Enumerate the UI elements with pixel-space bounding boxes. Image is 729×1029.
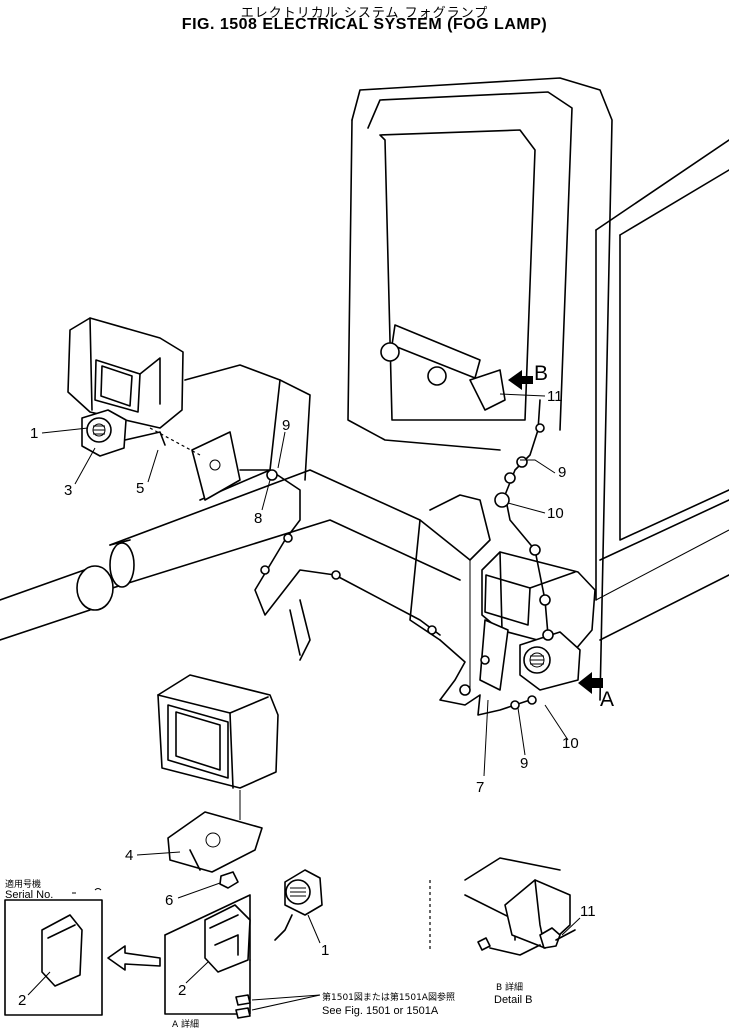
cab-frame — [347, 77, 729, 701]
serial-label-jp: 適用号機 — [5, 878, 41, 890]
callout-9: 9 — [282, 417, 290, 434]
callout-2: 2 — [18, 992, 26, 1009]
serial-arrow — [107, 945, 161, 971]
reference-note-jp: 第1501図または第1501A図参照 — [322, 991, 455, 1003]
view-label-b: B — [534, 362, 548, 385]
hydraulic-cylinder — [0, 539, 135, 641]
leader-lines — [41, 393, 569, 777]
callout-3: 3 — [64, 482, 72, 499]
right-headlight — [481, 551, 596, 651]
view-arrow-a — [578, 672, 603, 694]
callout-6: 6 — [165, 892, 173, 909]
right-wire-harness — [439, 399, 554, 716]
callout-5: 5 — [136, 480, 144, 497]
detail-a-panel — [164, 894, 251, 1015]
title-japanese: エレクトリカル システム フォグランプ — [240, 6, 489, 21]
callout-10: 10 — [562, 735, 579, 752]
detail-a-bolt — [235, 994, 321, 1019]
callout-9: 9 — [520, 755, 528, 772]
detail-a-label: A 詳細 — [172, 1018, 199, 1029]
detail-b-view — [429, 857, 576, 956]
detail-a-headlight — [157, 674, 279, 789]
detail-a-fog-lamp — [274, 869, 323, 941]
left-fog-lamp — [81, 409, 127, 457]
right-fog-lamp — [519, 631, 581, 691]
callout-10: 10 — [547, 505, 564, 522]
left-headlight — [67, 317, 184, 429]
view-label-a: A — [600, 688, 614, 711]
cab-control-lever — [380, 324, 506, 411]
serial-detail-box — [4, 899, 103, 1016]
left-bracket — [124, 427, 241, 501]
detail-b-label-jp: B 詳細 — [496, 981, 523, 993]
callout-2: 2 — [178, 982, 186, 999]
callout-4: 4 — [125, 847, 133, 864]
detail-a-bracket — [167, 811, 263, 873]
callout-11: 11 — [580, 903, 596, 920]
view-arrow-b — [508, 370, 533, 390]
reference-note: See Fig. 1501 or 1501A — [322, 1005, 439, 1017]
callout-11: 11 — [547, 388, 563, 405]
callout-1: 1 — [30, 425, 38, 442]
right-bracket — [479, 619, 509, 691]
callout-9: 9 — [558, 464, 566, 481]
callout-8: 8 — [254, 510, 262, 527]
detail-b-leader — [561, 917, 581, 936]
detail-a-nut — [219, 871, 239, 889]
serial-label: Serial No. — [5, 889, 53, 901]
detail-b-label: Detail B — [494, 994, 533, 1006]
serial-marks — [72, 888, 102, 894]
left-wire-harness — [239, 469, 441, 661]
callout-7: 7 — [476, 779, 484, 796]
detail-a-leaders — [27, 851, 321, 996]
callout-1: 1 — [321, 942, 329, 959]
detail-a-cover — [204, 904, 251, 973]
figure-title: FIG. 1508 ELECTRICAL SYSTEM (FOG LAMP) — [181, 16, 548, 33]
